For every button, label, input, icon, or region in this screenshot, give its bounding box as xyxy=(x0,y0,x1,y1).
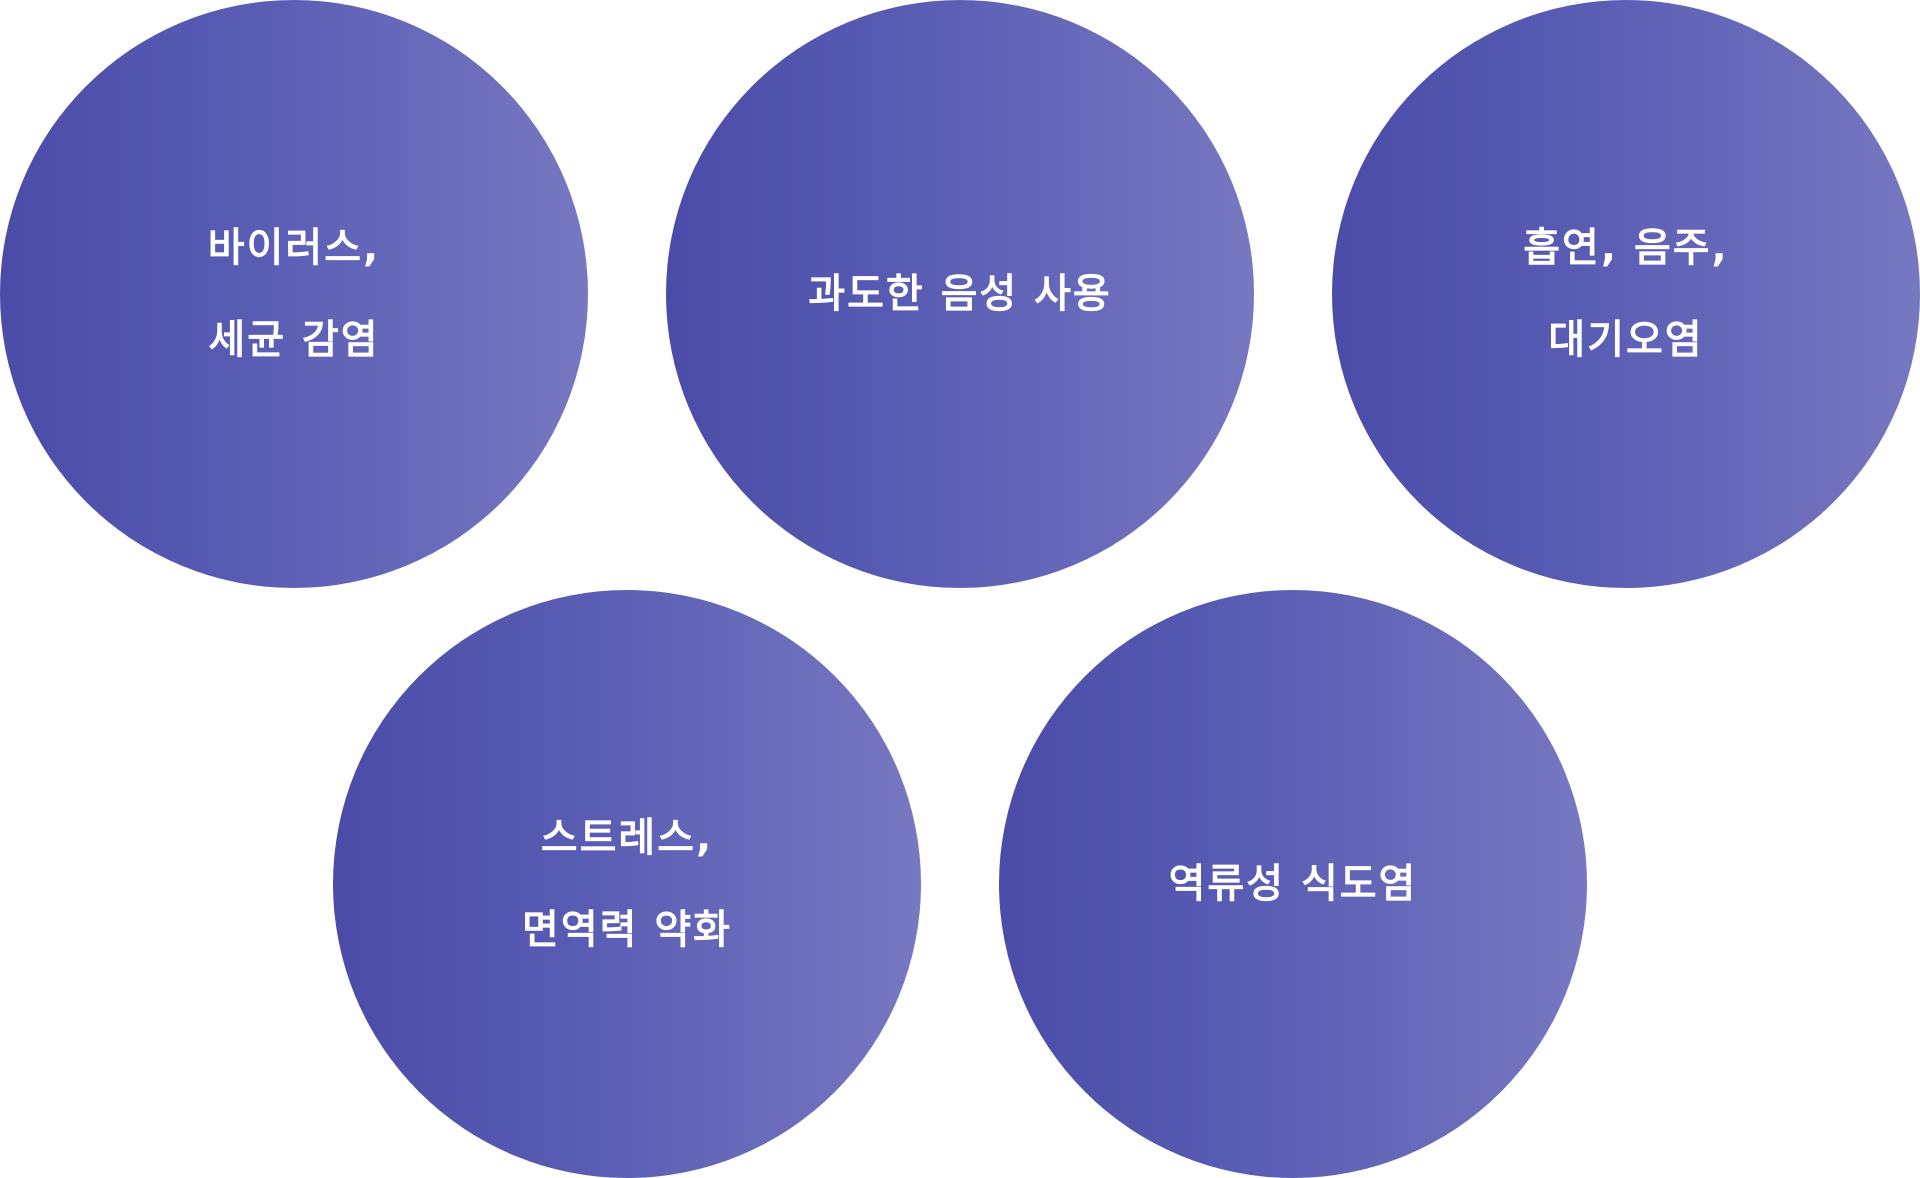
cause-label-line: 과도한 음성 사용 xyxy=(808,271,1112,317)
cause-label-line: 대기오염 xyxy=(1548,317,1704,363)
cause-label-line: 역류성 식도염 xyxy=(1168,861,1418,907)
cause-label: 바이러스, 세균 감염 xyxy=(208,202,380,386)
cause-label-line: 흡연, 음주, xyxy=(1523,225,1729,271)
cause-circle-voice-overuse: 과도한 음성 사용 xyxy=(666,0,1254,588)
cause-label-line: 스트레스, xyxy=(540,815,714,861)
cause-circle-stress: 스트레스, 면역력 약화 xyxy=(333,590,921,1178)
cause-label: 스트레스, 면역력 약화 xyxy=(522,792,732,976)
cause-label: 과도한 음성 사용 xyxy=(808,248,1111,340)
cause-label-line: 바이러스, xyxy=(207,225,381,271)
cause-circle-smoking: 흡연, 음주, 대기오염 xyxy=(1332,0,1920,588)
cause-label: 흡연, 음주, 대기오염 xyxy=(1523,202,1729,386)
cause-label-line: 면역력 약화 xyxy=(522,907,732,953)
cause-label-line: 세균 감염 xyxy=(208,317,380,363)
cause-circle-virus: 바이러스, 세균 감염 xyxy=(0,0,588,588)
cause-label: 역류성 식도염 xyxy=(1169,838,1418,930)
cause-circle-reflux: 역류성 식도염 xyxy=(999,590,1587,1178)
